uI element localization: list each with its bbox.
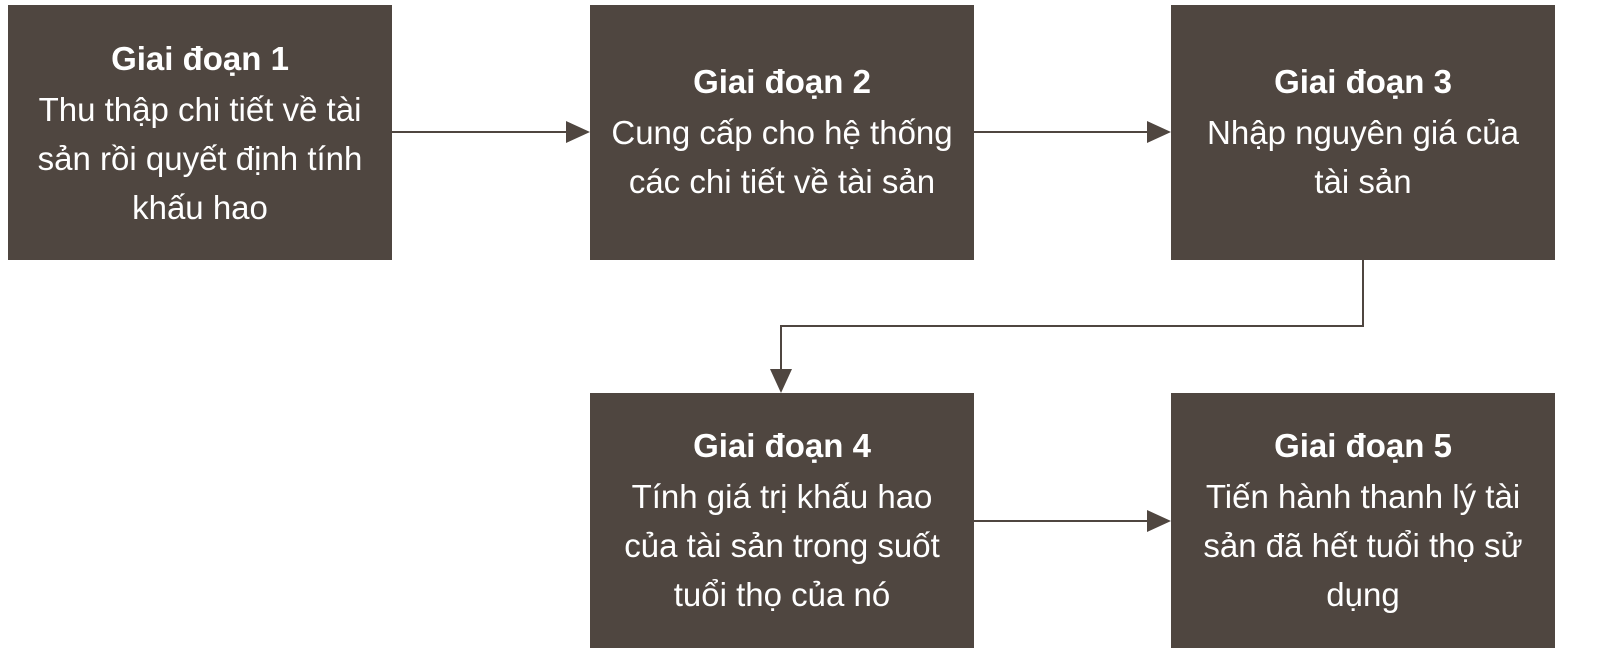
arrowhead-3-to-4 [770, 369, 792, 393]
stage-5-line-3: dụng [1326, 575, 1400, 613]
stage-2-box: Giai đoạn 2 Cung cấp cho hệ thống các ch… [590, 5, 974, 260]
stage-1-description: Thu thập chi tiết về tài sản rồi quyết đ… [38, 85, 363, 232]
arrow-3-to-4 [780, 260, 1364, 372]
stage-4-line-3: tuổi thọ của nó [673, 575, 891, 613]
stage-4-description: Tính giá trị khấu hao của tài sản trong … [624, 472, 940, 619]
stage-2-line-2: các chi tiết về tài sản [628, 162, 936, 200]
stage-5-line-1: Tiến hành thanh lý tài [1205, 477, 1521, 515]
stage-5-description: Tiến hành thanh lý tài sản đã hết tuổi t… [1203, 472, 1522, 619]
stage-3-description: Nhập nguyên giá của tài sản [1207, 108, 1519, 206]
stage-4-line-1: Tính giá trị khấu hao [631, 477, 933, 515]
arrowhead-4-to-5 [1147, 510, 1171, 532]
stage-4-title: Giai đoạn 4 [693, 427, 871, 464]
arrowhead-2-to-3 [1147, 121, 1171, 143]
stage-1-line-2: sản rồi quyết định tính [37, 139, 363, 177]
stage-2-line-1: Cung cấp cho hệ thống [611, 113, 953, 151]
stage-3-box: Giai đoạn 3 Nhập nguyên giá của tài sản [1171, 5, 1555, 260]
arrowhead-1-to-2 [566, 121, 590, 143]
stage-2-description: Cung cấp cho hệ thống các chi tiết về tà… [611, 108, 952, 206]
stage-3-line-1: Nhập nguyên giá của [1207, 113, 1519, 151]
stage-2-title: Giai đoạn 2 [693, 63, 871, 100]
stage-4-box: Giai đoạn 4 Tính giá trị khấu hao của tà… [590, 393, 974, 648]
stage-1-title: Giai đoạn 1 [111, 40, 289, 77]
stage-5-title: Giai đoạn 5 [1274, 427, 1452, 464]
stage-1-line-1: Thu thập chi tiết về tài [38, 90, 362, 128]
stage-1-box: Giai đoạn 1 Thu thập chi tiết về tài sản… [8, 5, 392, 260]
stage-5-line-2: sản đã hết tuổi thọ sử [1203, 526, 1523, 564]
stage-3-line-2: tài sản [1314, 162, 1412, 200]
stage-3-title: Giai đoạn 3 [1274, 63, 1452, 100]
stage-4-line-2: của tài sản trong suốt [624, 526, 940, 564]
stage-1-line-3: khấu hao [132, 188, 268, 226]
stage-5-box: Giai đoạn 5 Tiến hành thanh lý tài sản đ… [1171, 393, 1555, 648]
